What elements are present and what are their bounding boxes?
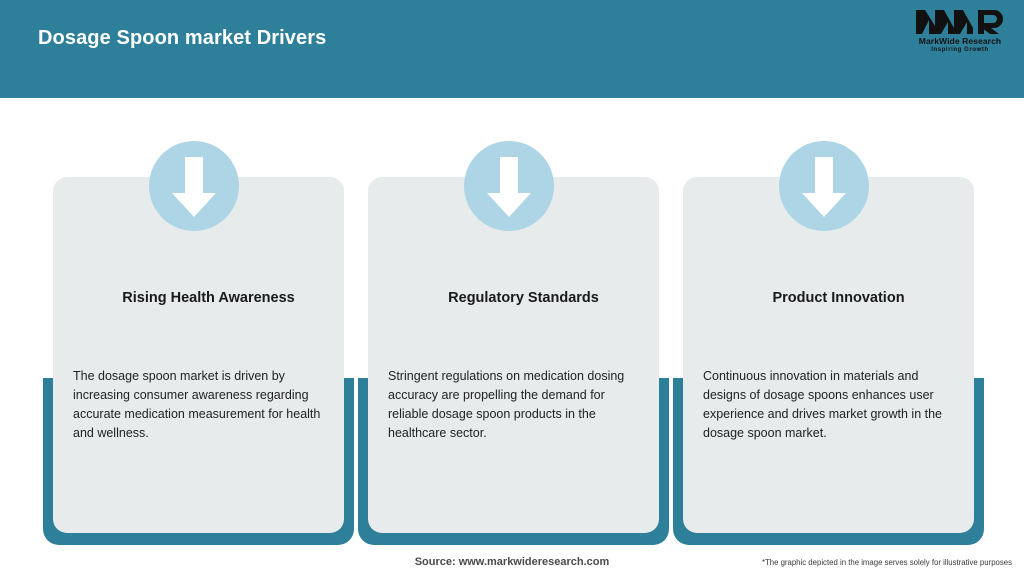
header-bar: Dosage Spoon market Drivers MarkWide Res… (0, 0, 1024, 98)
arrow-down-icon (779, 141, 869, 231)
card-heading: Regulatory Standards (448, 290, 599, 306)
logo-company-name: MarkWide Research (918, 36, 1002, 46)
card-heading: Rising Health Awareness (122, 290, 295, 306)
card-panel: Regulatory Standards Stringent regulatio… (368, 177, 659, 533)
source-label: Source: www.markwideresearch.com (414, 556, 610, 568)
arrow-down-icon (149, 141, 239, 231)
card-panel: Product Innovation Continuous innovation… (683, 177, 974, 533)
driver-card[interactable]: Product Innovation Continuous innovation… (673, 140, 984, 545)
page-title: Dosage Spoon market Drivers (38, 27, 327, 49)
card-panel: Rising Health Awareness The dosage spoon… (53, 177, 344, 533)
driver-card[interactable]: Regulatory Standards Stringent regulatio… (358, 140, 669, 545)
card-heading: Product Innovation (772, 290, 905, 306)
card-description: Continuous innovation in materials and d… (703, 369, 943, 440)
card-description: The dosage spoon market is driven by inc… (73, 369, 321, 440)
brand-logo: MarkWide Research Inspiring Growth (914, 7, 1006, 61)
logo-tagline: Inspiring Growth (931, 47, 989, 53)
mwr-logo-mark-icon (914, 7, 1006, 35)
driver-card[interactable]: Rising Health Awareness The dosage spoon… (43, 140, 354, 545)
disclaimer-label: *The graphic depicted in the image serve… (761, 558, 1012, 567)
arrow-down-icon (464, 141, 554, 231)
card-description: Stringent regulations on medication dosi… (388, 369, 625, 440)
